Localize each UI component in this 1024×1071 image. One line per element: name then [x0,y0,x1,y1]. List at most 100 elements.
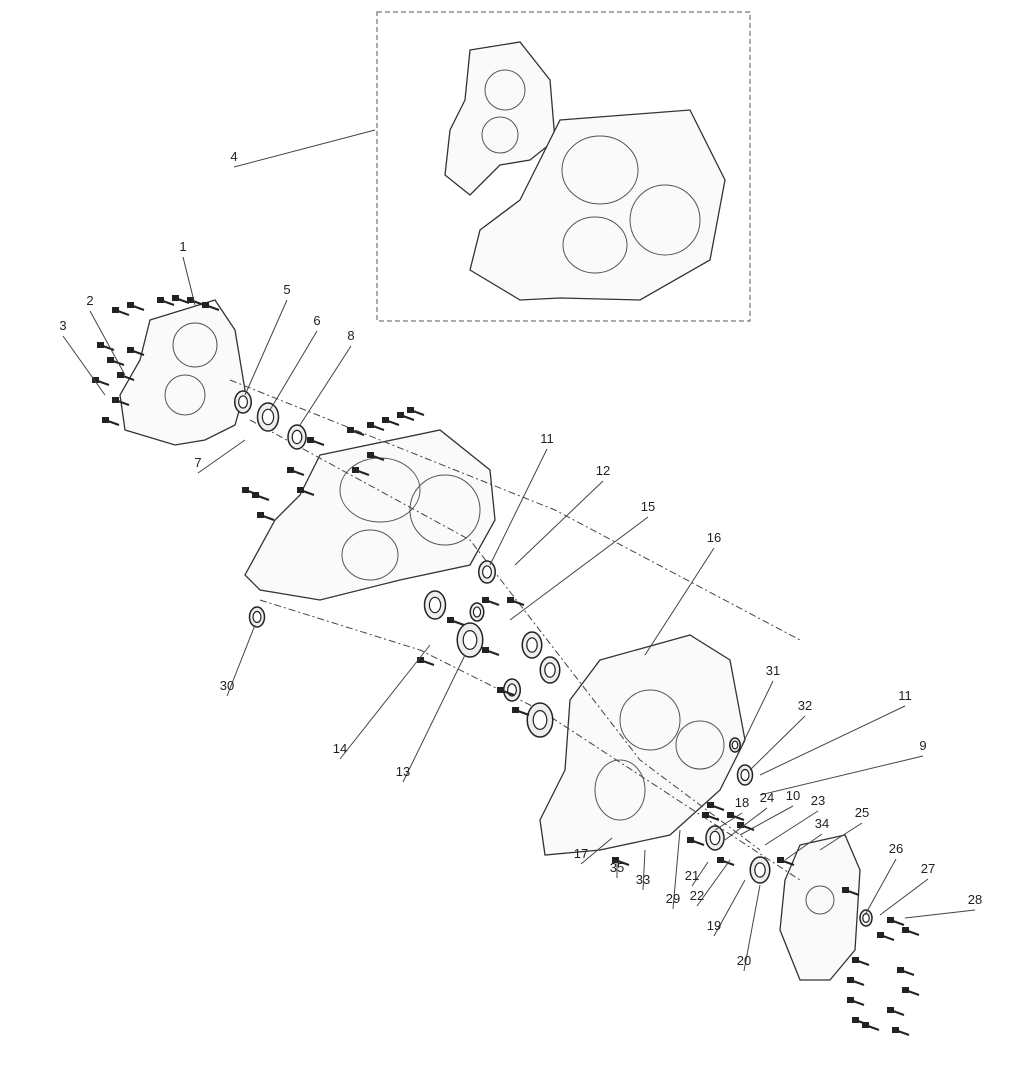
bolt [727,812,745,821]
callout-9: 9 [919,738,926,753]
callout-32: 32 [798,698,812,713]
callout-12: 12 [596,463,610,478]
bolt [367,452,385,461]
bolt [902,987,920,996]
bearing-ring [287,424,307,450]
leader-line [62,335,106,396]
bolt [897,967,915,976]
bolt [777,857,795,866]
callout-25: 25 [855,805,869,820]
callout-30: 30 [220,678,234,693]
bolt [202,302,220,311]
bolt [307,437,325,446]
leader-line [696,859,731,907]
center-housing [244,429,496,601]
bolt [482,597,500,606]
bearing-ring [469,602,485,622]
leader-line [714,812,743,831]
callout-19: 19 [707,918,721,933]
kit-main-housing [469,109,726,301]
leader-line [182,256,196,306]
bolt [297,487,315,496]
kit-left-housing [444,41,556,196]
end-cover [779,834,861,981]
bolt [737,822,755,831]
leader-line [672,829,681,910]
bolt [367,422,385,431]
bearing-ring [705,825,725,851]
left-cover-housing [119,299,246,446]
bearing-ring [526,702,554,738]
bolt [172,295,190,304]
callout-4: 4 [230,149,237,164]
callout-22: 22 [690,888,704,903]
bolt [187,297,205,306]
callout-27: 27 [921,861,935,876]
leader-line [299,345,352,426]
bolt [157,297,175,306]
bolt [612,857,630,866]
bolt [102,417,120,426]
bolt [862,1022,880,1031]
callout-11: 11 [898,688,912,703]
leader-line [904,909,976,919]
callout-6: 6 [313,313,320,328]
bolt [117,372,135,381]
bearing-ring [423,590,447,620]
bolt [507,597,525,606]
callout-13: 13 [396,764,410,779]
housing-kit-box [376,11,751,322]
bolt [287,467,305,476]
leader-line [784,833,823,861]
callout-26: 26 [889,841,903,856]
callout-8: 8 [347,328,354,343]
leader-line [749,715,806,771]
callout-17: 17 [574,846,588,861]
callout-23: 23 [811,793,825,808]
bearing-ring [736,764,754,786]
bearing-ring [729,737,741,753]
callout-29: 29 [666,891,680,906]
callout-34: 34 [815,816,829,831]
bolt [242,487,260,496]
leader-line [739,805,794,836]
bolt [852,957,870,966]
bolt [717,857,735,866]
bearing-ring [859,909,873,927]
bolt [112,307,130,316]
leader-line [89,310,126,376]
bolt [702,812,720,821]
bolt [382,417,400,426]
leader-line [741,680,774,746]
bolt [417,657,435,666]
bolt [347,427,365,436]
leader-line [864,858,897,916]
bearing-ring [248,606,266,628]
bearing-ring [521,631,543,659]
callout-24: 24 [760,790,774,805]
bolt [127,302,145,311]
bolt [497,687,515,696]
bolt [512,707,530,716]
callout-7: 7 [194,455,201,470]
bolt [257,512,275,521]
bearing-ring [256,402,280,432]
callout-3: 3 [59,318,66,333]
leader-line [713,879,746,937]
right-housing [539,634,746,856]
leader-line [509,516,649,621]
leader-line [691,861,709,887]
callout-5: 5 [283,282,290,297]
callout-31: 31 [766,663,780,678]
bolt [892,1027,910,1036]
callout-10: 10 [786,788,800,803]
leader-line [339,644,431,760]
leader-line [879,878,929,916]
callout-28: 28 [968,892,982,907]
callout-16: 16 [707,530,721,545]
bolt [97,342,115,351]
leader-line [269,330,318,411]
bearing-ring [478,560,496,584]
bolt [92,377,110,386]
bolt [877,932,895,941]
